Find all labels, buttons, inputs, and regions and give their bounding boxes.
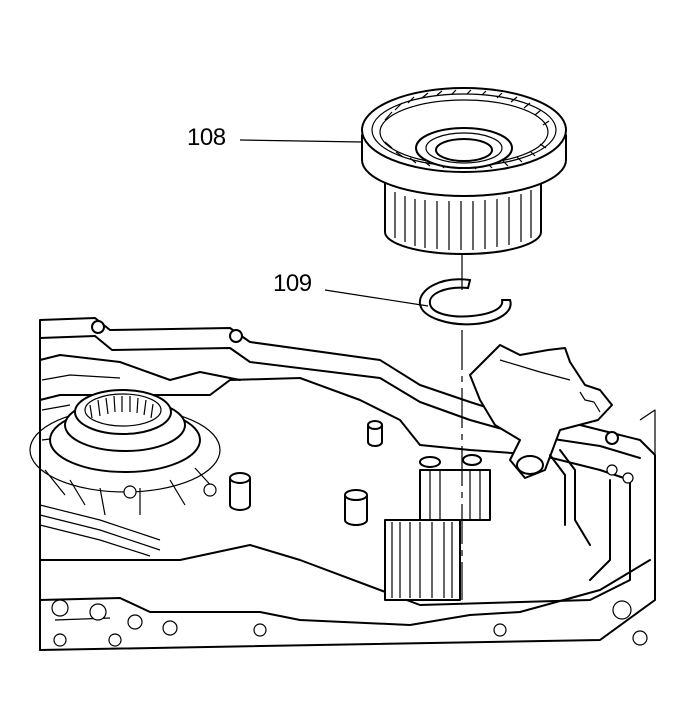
part-108-ring-gear — [361, 87, 567, 255]
leader-line-108 — [239, 139, 363, 143]
callout-label-109: 109 — [273, 270, 312, 297]
leader-line-109 — [324, 289, 429, 307]
callout-label-108: 108 — [187, 124, 226, 151]
transmission-case — [29, 317, 656, 651]
part-109-snap-ring — [418, 278, 512, 326]
